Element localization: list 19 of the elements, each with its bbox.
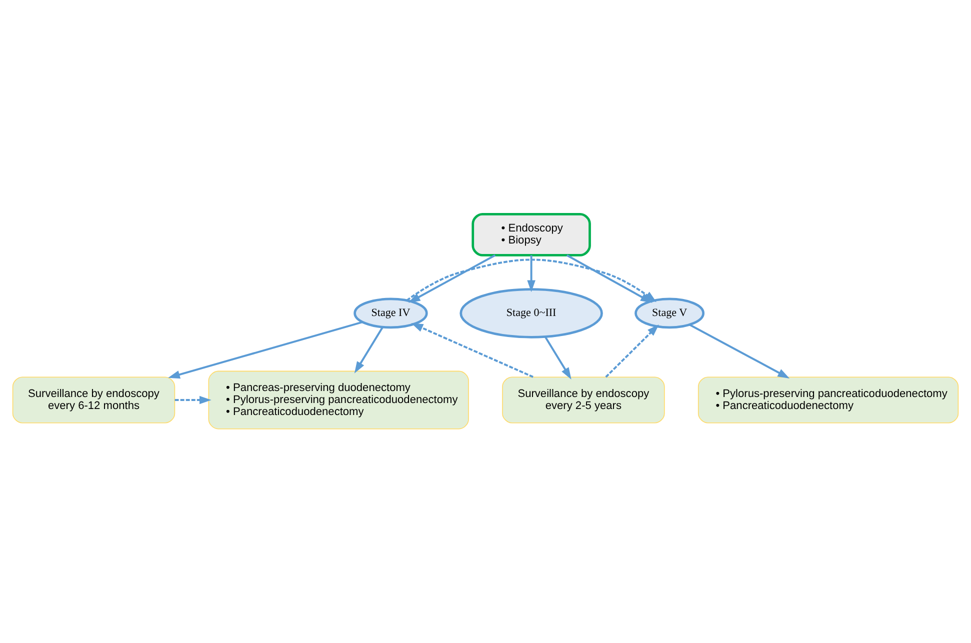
node-box: • Pancreas-preserving duodenectomy • Pylorus-preserving pancreaticoduodenectomy • Pancreaticoduodenectomy: [208, 370, 469, 430]
arrow: [566, 254, 652, 303]
arrow: [354, 326, 384, 374]
arrow: [411, 323, 534, 378]
arrow: [527, 255, 536, 292]
arrow: [689, 324, 790, 378]
node-box: • Pylorus-preserving pancreaticoduodenectomy • Pancreaticoduodenectomy: [698, 376, 959, 424]
arrow: [168, 321, 363, 379]
arrow: [408, 254, 496, 303]
node-box: Surveillance by endoscopy every 6-12 months: [12, 376, 176, 424]
node-ellipse: Stage 0~III: [460, 288, 603, 338]
node-ellipse: Stage V: [634, 298, 704, 329]
node-ellipse: Stage IV: [354, 298, 428, 329]
arrow: [544, 336, 572, 380]
arrow: [605, 324, 659, 378]
node-box: • Endoscopy • Biopsy: [472, 212, 591, 256]
node-box: Surveillance by endoscopy every 2-5 years: [502, 376, 665, 424]
arrow: [174, 396, 212, 404]
arrow: [406, 258, 656, 302]
